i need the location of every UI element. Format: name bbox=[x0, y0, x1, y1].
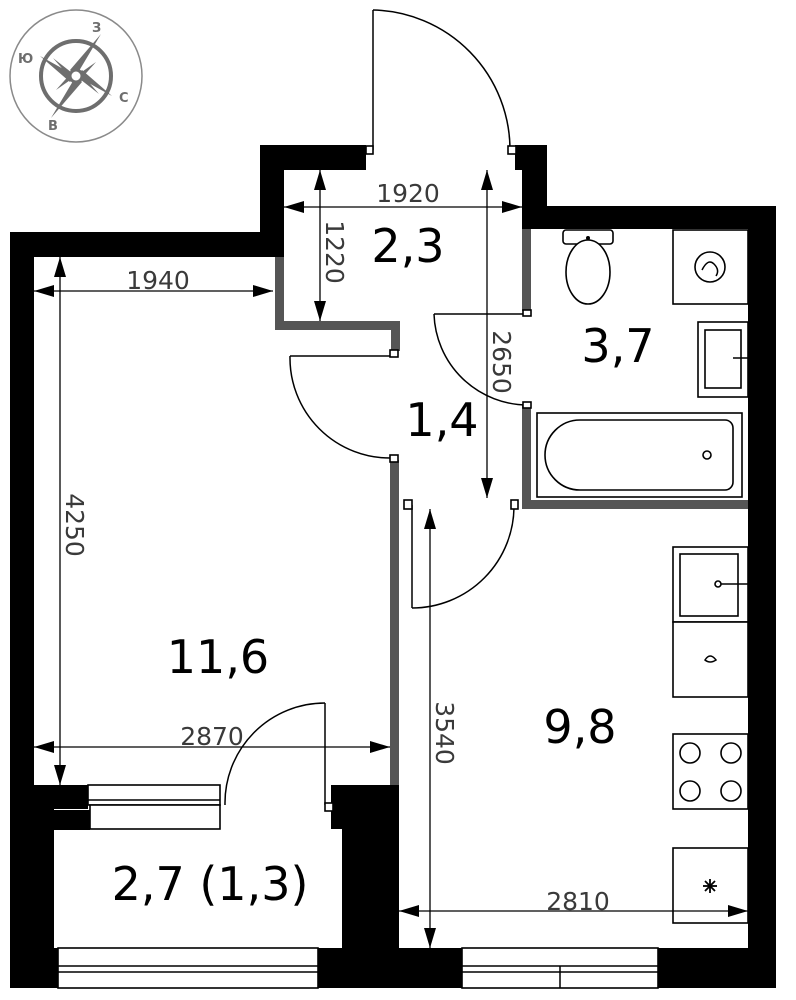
dim-living-width: 2870 bbox=[180, 722, 244, 751]
compass-north-label: З bbox=[92, 21, 101, 36]
room-area-bathroom: 3,7 bbox=[581, 319, 654, 373]
kitchen-fixtures bbox=[672, 546, 749, 924]
dim-kitchen-width: 2810 bbox=[546, 887, 610, 916]
compass-south-label: В bbox=[48, 119, 58, 134]
room-area-living-room: 11,6 bbox=[167, 630, 269, 684]
room-area-balcony: 2,7 (1,3) bbox=[112, 857, 309, 911]
dim-living-height: 4250 bbox=[60, 493, 89, 557]
dim-kitchen-height: 3540 bbox=[430, 701, 459, 765]
room-area-vestibule: 2,3 bbox=[371, 219, 444, 273]
dim-vestibule-width: 1920 bbox=[376, 179, 440, 208]
kitchen-sink-icon bbox=[672, 546, 749, 623]
washing-machine-icon bbox=[672, 229, 749, 305]
toilet-icon bbox=[562, 229, 614, 305]
compass-rose-icon: З С В Ю bbox=[9, 9, 143, 143]
dishwasher-icon bbox=[672, 621, 749, 698]
windows bbox=[57, 784, 659, 989]
dimension-lines bbox=[34, 170, 748, 948]
room-area-kitchen: 9,8 bbox=[543, 700, 616, 754]
sink-icon bbox=[697, 321, 749, 398]
compass-west-label: Ю bbox=[18, 52, 33, 67]
dim-bathroom-depth: 2650 bbox=[487, 330, 516, 394]
bathroom-fixtures bbox=[536, 229, 749, 498]
bathtub-icon bbox=[536, 412, 743, 498]
room-area-corridor: 1,4 bbox=[405, 393, 478, 447]
dim-living-top-width: 1940 bbox=[126, 266, 190, 295]
stove-icon bbox=[672, 733, 749, 810]
compass-east-label: С bbox=[119, 91, 129, 106]
dim-vestibule-depth: 1220 bbox=[320, 220, 349, 284]
doors bbox=[224, 9, 532, 812]
